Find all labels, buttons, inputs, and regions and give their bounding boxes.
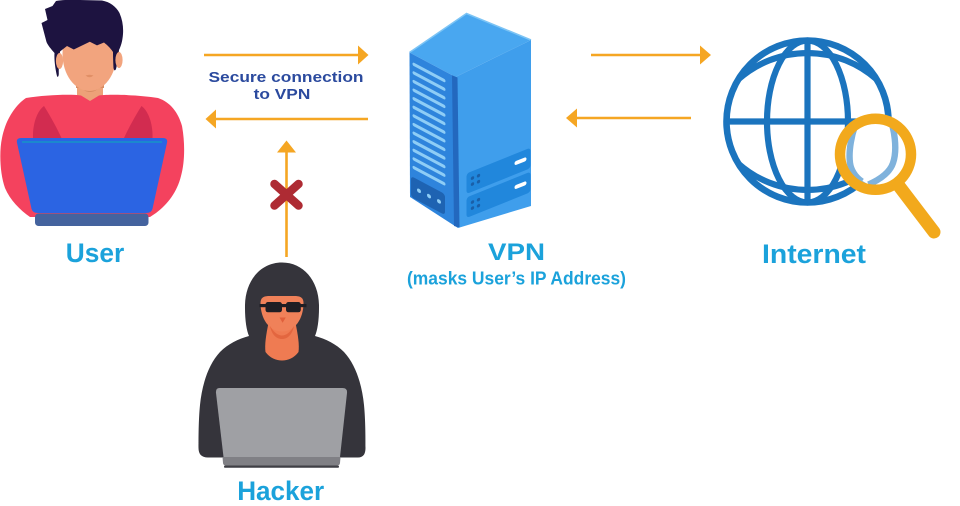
svg-text:(masks User’s IP Address): (masks User’s IP Address) xyxy=(407,269,626,289)
svg-text:Internet: Internet xyxy=(762,239,866,269)
svg-text:User: User xyxy=(66,238,125,268)
svg-text:to VPN: to VPN xyxy=(254,87,311,103)
svg-text:VPN: VPN xyxy=(488,239,545,266)
svg-text:Hacker: Hacker xyxy=(237,476,324,506)
svg-text:Secure connection: Secure connection xyxy=(209,70,364,86)
